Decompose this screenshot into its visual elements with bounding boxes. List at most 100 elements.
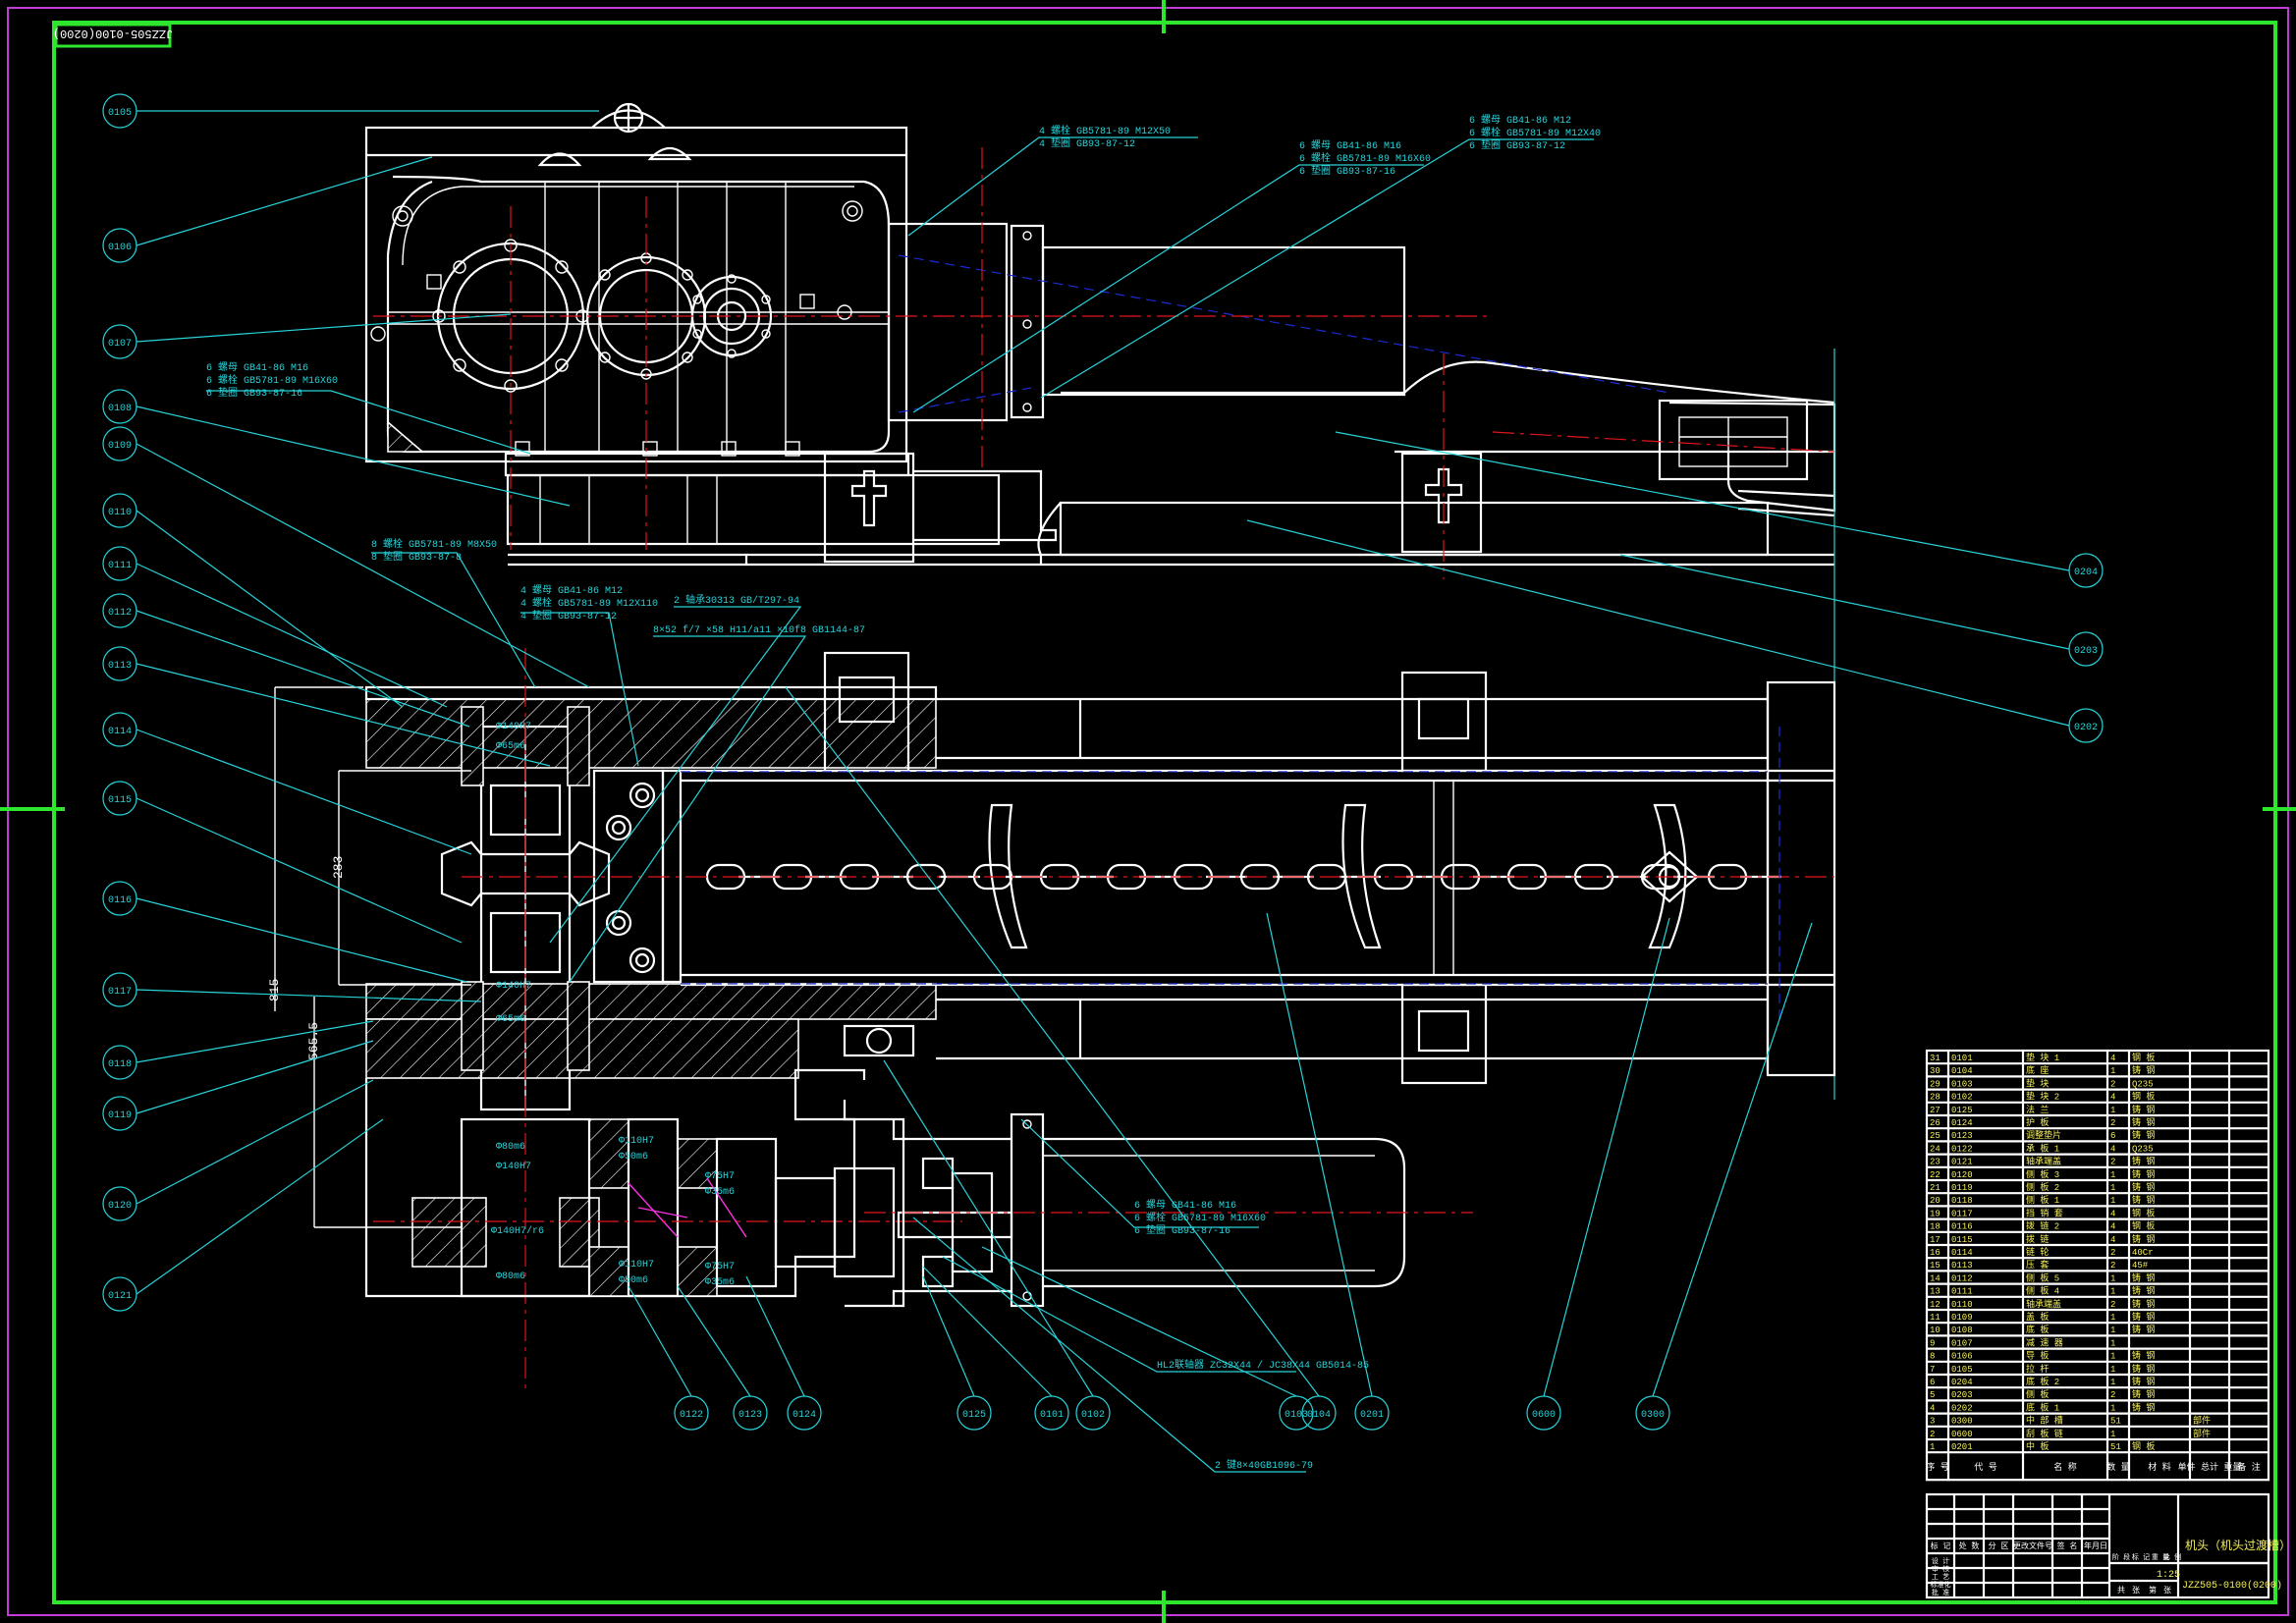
svg-text:4: 4 [2110, 1222, 2115, 1232]
svg-text:挡 销 套: 挡 销 套 [2026, 1207, 2063, 1218]
svg-text:单件 总计 重量: 单件 总计 重量 [2178, 1461, 2242, 1473]
svg-text:Φ80m6: Φ80m6 [496, 1142, 525, 1153]
rotated-drawing-code: JZZ505-0100(0200) [53, 27, 173, 40]
svg-text:4 螺母 GB41-86 M12: 4 螺母 GB41-86 M12 [520, 584, 623, 597]
svg-text:16: 16 [1930, 1248, 1941, 1258]
svg-text:4 垫圈 GB93-87-12: 4 垫圈 GB93-87-12 [1039, 136, 1135, 150]
svg-text:0124: 0124 [793, 1410, 816, 1421]
svg-text:1: 1 [2110, 1106, 2115, 1115]
svg-text:6 螺母 GB41-86 M16: 6 螺母 GB41-86 M16 [1299, 139, 1401, 152]
svg-text:侧 板 2: 侧 板 2 [2026, 1181, 2059, 1193]
svg-text:1: 1 [2110, 1066, 2115, 1076]
dimension-283: 283 [331, 856, 346, 879]
svg-text:5: 5 [1930, 1390, 1935, 1400]
svg-text:0203: 0203 [2074, 646, 2098, 657]
svg-text:6 垫圈 GB93-87-16: 6 垫圈 GB93-87-16 [206, 386, 302, 400]
callout-0125: 0125 [922, 1275, 992, 1431]
svg-text:铸 钢: 铸 钢 [2132, 1363, 2155, 1375]
svg-text:代 号: 代 号 [1974, 1462, 1996, 1473]
svg-text:0202: 0202 [2074, 723, 2098, 733]
svg-text:中 部 槽: 中 部 槽 [2026, 1415, 2063, 1427]
svg-text:0121: 0121 [108, 1291, 132, 1302]
role-label: 工 艺 [1932, 1573, 1949, 1582]
svg-text:垫 块 1: 垫 块 1 [2026, 1052, 2059, 1063]
svg-text:25: 25 [1930, 1131, 1941, 1141]
svg-text:2: 2 [2110, 1158, 2115, 1167]
callout-0109: 0109 [102, 426, 590, 688]
svg-text:31: 31 [1930, 1054, 1941, 1063]
svg-text:铸 钢: 铸 钢 [2132, 1104, 2155, 1115]
svg-text:0202: 0202 [1951, 1403, 1973, 1413]
title-block: 机头（机头过渡槽） 1:25 JZZ505-0100(0200) 标 记处 数分… [1925, 1492, 2291, 1599]
callout-0124: 0124 [745, 1275, 822, 1431]
svg-text:0112: 0112 [1951, 1273, 1973, 1283]
svg-text:底 板 1: 底 板 1 [2026, 1401, 2059, 1413]
callout-0103: 0103 [981, 1246, 1314, 1431]
svg-text:8: 8 [1930, 1352, 1935, 1362]
svg-text:盖 板: 盖 板 [2026, 1311, 2049, 1323]
svg-text:1: 1 [2110, 1403, 2115, 1413]
svg-text:法 兰: 法 兰 [2026, 1104, 2049, 1115]
svg-text:0102: 0102 [1951, 1093, 1973, 1103]
svg-text:4: 4 [2110, 1235, 2115, 1245]
svg-text:Φ110H7: Φ110H7 [619, 1260, 654, 1271]
svg-text:7: 7 [1930, 1365, 1935, 1375]
svg-text:链 轮: 链 轮 [2026, 1246, 2049, 1258]
svg-text:4 垫圈 GB93-87-12: 4 垫圈 GB93-87-12 [520, 609, 617, 622]
svg-text:铸 钢: 铸 钢 [2132, 1298, 2155, 1310]
svg-text:底 板 2: 底 板 2 [2026, 1376, 2059, 1387]
svg-text:0600: 0600 [1951, 1430, 1973, 1439]
note-n4: 6 螺母 GB41-86 M16 6 螺栓 GB5781-89 M16X60 6… [206, 361, 531, 455]
svg-text:0109: 0109 [1951, 1313, 1973, 1323]
dimension-815: 815 [267, 979, 282, 1001]
role-label: 标准化 [1931, 1580, 1951, 1590]
callout-0119: 0119 [102, 1040, 374, 1131]
svg-text:0102: 0102 [1081, 1410, 1105, 1421]
svg-text:6: 6 [2110, 1131, 2115, 1141]
sign-label: 签 名 [2057, 1541, 2078, 1551]
svg-text:28: 28 [1930, 1093, 1941, 1103]
svg-text:1: 1 [2110, 1338, 2115, 1348]
svg-text:0101: 0101 [1951, 1054, 1973, 1063]
svg-text:0106: 0106 [1951, 1352, 1973, 1362]
svg-text:0123: 0123 [738, 1410, 762, 1421]
svg-text:29: 29 [1930, 1079, 1941, 1089]
svg-text:0300: 0300 [1641, 1410, 1665, 1421]
svg-text:HL2联轴器 ZC32X44 / JC38X44 GB501: HL2联轴器 ZC32X44 / JC38X44 GB5014-85 [1157, 1358, 1369, 1372]
svg-text:铸 钢: 铸 钢 [2132, 1233, 2155, 1245]
svg-text:22: 22 [1930, 1170, 1941, 1180]
svg-text:1: 1 [2110, 1313, 2115, 1323]
svg-text:拨 链 2: 拨 链 2 [2026, 1220, 2059, 1232]
svg-text:铸 钢: 铸 钢 [2132, 1285, 2155, 1297]
svg-text:6 螺栓 GB5781-89 M12X40: 6 螺栓 GB5781-89 M12X40 [1469, 126, 1601, 139]
svg-text:0119: 0119 [1951, 1183, 1973, 1193]
svg-text:6 螺栓 GB5781-89 M16X60: 6 螺栓 GB5781-89 M16X60 [1134, 1211, 1266, 1224]
svg-text:Φ75H7: Φ75H7 [705, 1262, 735, 1272]
note-n3: 6 螺母 GB41-86 M12 6 螺栓 GB5781-89 M12X40 6… [1040, 114, 1601, 399]
svg-text:序 号: 序 号 [1926, 1461, 1948, 1473]
callout-0117: 0117 [102, 972, 482, 1007]
note-n11: 2 键8×40GB1096-79 [912, 1217, 1313, 1473]
sprocket-section-plan: 283 815 565.5 Φ140H7 Φ65m6 Φ140H7 Φ65m6 … [267, 648, 1836, 1394]
svg-text:Q235: Q235 [2132, 1144, 2154, 1154]
svg-text:钢 板: 钢 板 [2132, 1220, 2155, 1232]
note-n6: 4 螺母 GB41-86 M12 4 螺栓 GB5781-89 M12X110 … [520, 584, 658, 767]
svg-text:10: 10 [1930, 1325, 1941, 1335]
svg-text:0203: 0203 [1951, 1390, 1973, 1400]
gear-reducer-elevation [364, 102, 1836, 579]
svg-text:0107: 0107 [108, 339, 132, 350]
svg-text:40Cr: 40Cr [2132, 1248, 2154, 1258]
note-n5: 8 螺栓 GB5781-89 M8X50 8 垫圈 GB93-87-8 [371, 537, 536, 688]
svg-text:0104: 0104 [1951, 1066, 1973, 1076]
svg-text:11: 11 [1930, 1313, 1941, 1323]
svg-text:21: 21 [1930, 1183, 1941, 1193]
svg-text:0118: 0118 [108, 1059, 132, 1070]
svg-text:0115: 0115 [108, 795, 132, 806]
